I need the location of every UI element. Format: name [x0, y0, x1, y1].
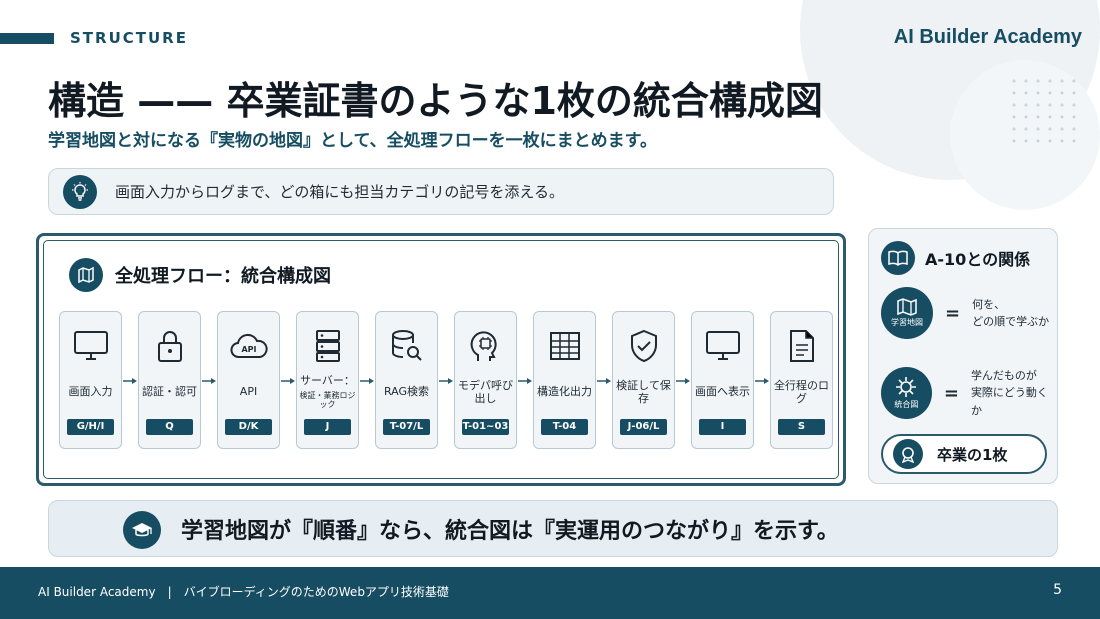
flow-step-sublabel: 検証・業務ロジック	[299, 390, 356, 410]
flow-arrow	[597, 378, 611, 384]
flow-step-server: サーバー：検証・業務ロジック J	[296, 311, 359, 449]
monitor-icon	[692, 326, 753, 366]
flow-step-label: モデパ呼び出し	[458, 378, 513, 405]
flow-step-tag: J-06/L	[620, 419, 667, 435]
page-title: 構造 —— 卒業証書のような1枚の統合構成図	[48, 79, 823, 123]
flow-step-tag: T-07/L	[383, 419, 430, 435]
flow-header: 全処理フロー：統合構成図	[69, 258, 331, 292]
equals-sign: =	[943, 382, 959, 404]
relation-side-panel: A-10との関係 学習地図 = 何を、 どの順で学ぶか 統合図 = 学んだものが…	[868, 228, 1058, 484]
flow-step-label: サーバー：検証・業務ロジック	[297, 372, 358, 412]
graduation-cap-icon	[123, 511, 161, 549]
flow-step-label: 検証して保存	[616, 378, 671, 405]
flow-step-tag: T-04	[541, 419, 588, 435]
gear-icon: 統合図	[881, 367, 932, 419]
flow-step-tag: Q	[146, 419, 193, 435]
accent-bar	[0, 33, 54, 44]
table-icon	[534, 326, 595, 366]
relation-description: 何を、 どの順で学ぶか	[972, 297, 1050, 328]
flow-step-label: 画面へ表示	[695, 385, 750, 399]
flow-arrow	[202, 378, 216, 384]
lightbulb-icon	[63, 174, 97, 209]
server-icon	[297, 326, 358, 366]
decorative-dots	[1008, 75, 1078, 145]
flow-step-label: RAG検索	[383, 385, 430, 399]
brand-logo-text: AI Builder Academy	[893, 26, 1082, 48]
flow-step-api: API API D/K	[217, 311, 280, 449]
flow-arrow	[518, 378, 532, 384]
flow-step-label: 全行程のログ	[774, 378, 829, 405]
flow-step-tag: G/H/I	[67, 419, 114, 435]
flow-arrow	[755, 378, 769, 384]
equals-sign: =	[945, 302, 961, 324]
footer-separator: |	[167, 585, 172, 599]
flow-step-label: API	[239, 385, 258, 399]
flow-step-logging: 全行程のログ S	[770, 311, 833, 449]
flow-step-display: 画面へ表示 I	[691, 311, 754, 449]
relation-learning-map: 学習地図 = 何を、 どの順で学ぶか	[881, 287, 1049, 339]
flow-diagram-frame: 全処理フロー：統合構成図 画面入力 G/H/I 認証・認可 Q API API …	[36, 233, 846, 486]
flow-step-verify-save: 検証して保存 J-06/L	[612, 311, 675, 449]
summary-banner: 学習地図が『順番』なら、統合図は『実運用のつながり』を示す。	[48, 500, 1058, 557]
section-label: STRUCTURE	[70, 29, 188, 47]
lock-icon	[139, 326, 200, 366]
monitor-icon	[60, 326, 121, 366]
flow-step-tag: D/K	[225, 419, 272, 435]
flow-step-tag: I	[699, 419, 746, 435]
document-icon	[771, 326, 832, 366]
page-number: 5	[1053, 582, 1062, 598]
page-subtitle: 学習地図と対になる『実物の地図』として、全処理フローを一枚にまとめます。	[48, 131, 657, 151]
graduation-badge-text: 卒業の1枚	[937, 445, 1008, 464]
relation-caption: 統合図	[894, 400, 919, 409]
flow-arrow	[676, 378, 690, 384]
cloud-api-icon: API	[218, 326, 279, 366]
medal-icon	[893, 439, 923, 469]
flow-arrow	[439, 378, 453, 384]
flow-arrow	[360, 378, 374, 384]
flow-title: 全処理フロー：統合構成図	[115, 266, 331, 287]
tip-text: 画面入力からログまで、どの箱にも担当カテゴリの記号を添える。	[115, 183, 564, 201]
ai-head-icon	[455, 326, 516, 366]
svg-text:API: API	[241, 345, 256, 354]
summary-text: 学習地図が『順番』なら、統合図は『実運用のつながり』を示す。	[181, 518, 839, 544]
flow-step-tag: J	[304, 419, 351, 435]
book-icon	[881, 241, 915, 275]
tip-box: 画面入力からログまで、どの箱にも担当カテゴリの記号を添える。	[48, 168, 834, 215]
relation-description: 学んだものが 実際にどう動くか	[970, 369, 1048, 417]
map-icon: 学習地図	[881, 287, 933, 339]
relation-caption: 学習地図	[891, 318, 923, 327]
graduation-badge: 卒業の1枚	[881, 434, 1047, 474]
flow-step-label: 認証・認可	[142, 385, 197, 399]
flow-step-tag: T-01~03	[462, 419, 509, 435]
footer-course-title: バイブローディングのためのWebアプリ技術基礎	[183, 585, 449, 599]
flow-step-auth: 認証・認可 Q	[138, 311, 201, 449]
flow-step-rag: RAG検索 T-07/L	[375, 311, 438, 449]
footer-info: AI Builder Academy | バイブローディングのためのWebアプリ技術…	[38, 583, 449, 600]
map-icon	[69, 258, 103, 292]
side-panel-header: A-10との関係	[881, 241, 1030, 275]
side-panel-title: A-10との関係	[925, 250, 1031, 269]
footer-brand: AI Builder Academy	[38, 585, 156, 599]
flow-arrow	[123, 378, 137, 384]
database-search-icon	[376, 326, 437, 366]
flow-step-structured-output: 構造化出力 T-04	[533, 311, 596, 449]
flow-step-screen-input: 画面入力 G/H/I	[59, 311, 122, 449]
flow-step-model-call: モデパ呼び出し T-01~03	[454, 311, 517, 449]
shield-check-icon	[613, 326, 674, 366]
footer-bar: AI Builder Academy | バイブローディングのためのWebアプリ技術…	[0, 567, 1100, 619]
flow-step-tag: S	[778, 419, 825, 435]
relation-integration-diagram: 統合図 = 学んだものが 実際にどう動くか	[881, 367, 1057, 419]
flow-step-label: 構造化出力	[537, 385, 592, 399]
flow-arrow	[281, 378, 295, 384]
flow-step-label: 画面入力	[68, 385, 113, 399]
